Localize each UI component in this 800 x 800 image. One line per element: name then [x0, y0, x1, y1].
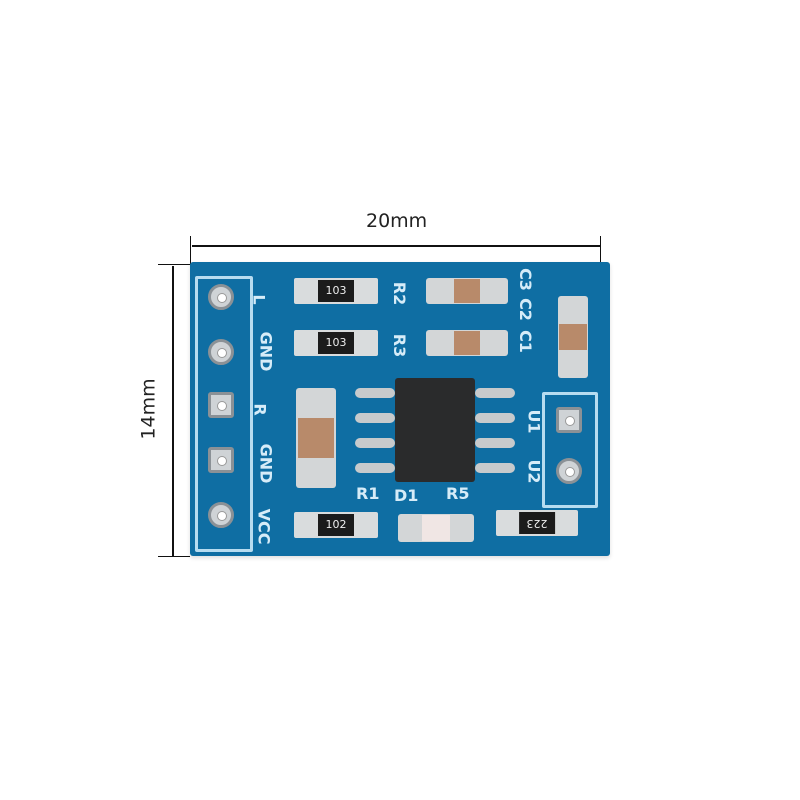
capacitor-c1: [558, 296, 588, 378]
width-label: 20mm: [366, 210, 428, 232]
chip-lead: [355, 463, 395, 473]
label-u1: U1: [524, 409, 544, 434]
resistor-r3: 103: [294, 330, 378, 356]
width-tick-left: [190, 236, 191, 266]
height-dimension-line: [172, 266, 174, 556]
resistor-r5: 223: [496, 510, 578, 536]
capacitor-c2: [426, 330, 508, 356]
output-outline: [542, 392, 598, 508]
label-r1: R1: [356, 484, 380, 503]
chip-lead: [355, 388, 395, 398]
label-gnd-1: GND: [256, 331, 276, 372]
pin-r: [208, 392, 234, 418]
width-dimension-line: [192, 245, 600, 247]
label-c3: C3: [515, 268, 535, 291]
height-tick-bottom: [158, 556, 190, 557]
pcb-board: L GND R GND VCC 103 103 R2 R3 C3 C2 C1 U…: [190, 262, 610, 556]
width-tick-right: [600, 236, 601, 266]
chip-lead: [475, 438, 515, 448]
pin-vcc: [208, 502, 234, 528]
capacitor-c3: [426, 278, 508, 304]
pin-gnd-1: [208, 339, 234, 365]
pin-u1: [556, 407, 582, 433]
header-outline: [195, 276, 253, 552]
height-label: 14mm: [137, 378, 160, 440]
label-gnd-2: GND: [256, 443, 276, 484]
label-c1: C1: [515, 330, 535, 353]
chip-lead: [355, 413, 395, 423]
chip-lead: [475, 463, 515, 473]
label-r2: R2: [390, 281, 410, 306]
label-r3: R3: [390, 333, 410, 358]
label-d1: D1: [394, 486, 419, 505]
label-c2: C2: [515, 298, 535, 321]
chip-lead: [475, 413, 515, 423]
chip-lead: [355, 438, 395, 448]
pin-gnd-2: [208, 447, 234, 473]
pin-l: [208, 284, 234, 310]
chip-lead: [475, 388, 515, 398]
label-r: R: [250, 403, 270, 416]
amplifier-chip: [395, 378, 475, 482]
capacitor-c4: [296, 388, 336, 488]
resistor-r1: 102: [294, 512, 378, 538]
resistor-r2: 103: [294, 278, 378, 304]
label-r5: R5: [446, 484, 470, 503]
height-tick-top: [158, 264, 190, 265]
pin-u2: [556, 458, 582, 484]
label-u2: U2: [524, 459, 544, 484]
label-l: L: [249, 294, 269, 305]
label-vcc: VCC: [254, 508, 274, 545]
led-d1: [398, 514, 474, 542]
